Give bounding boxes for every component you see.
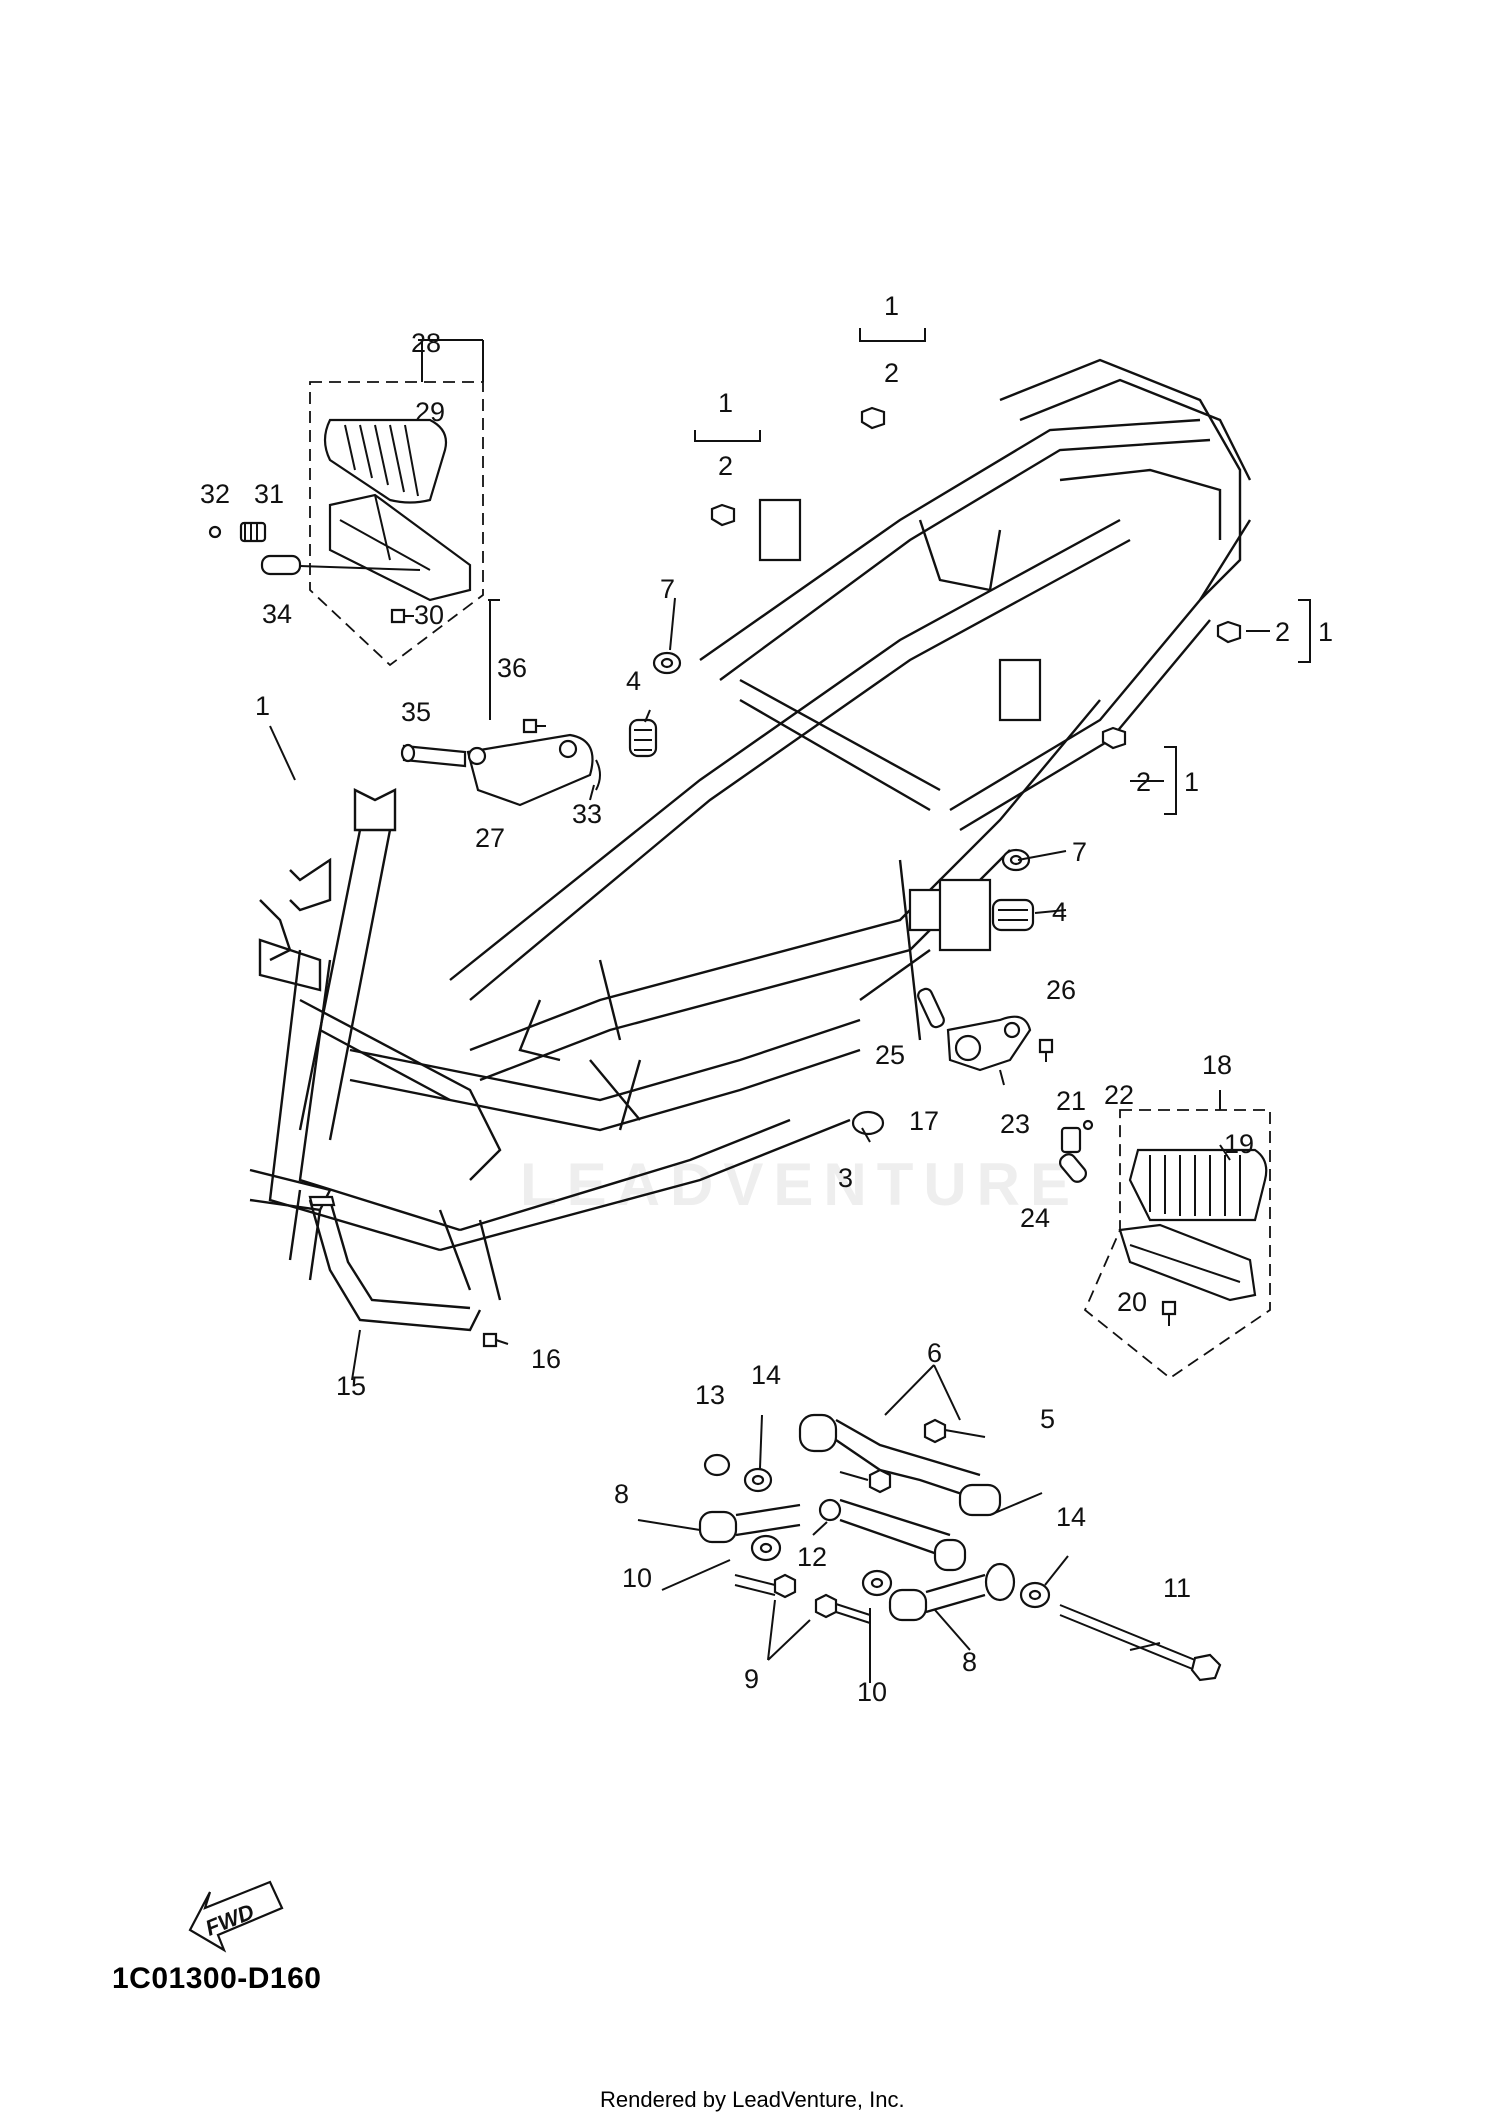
callout-2a: 2 (884, 358, 899, 388)
callout-20: 20 (1117, 1287, 1147, 1317)
callout-8a: 8 (614, 1479, 629, 1509)
callout-21: 21 (1056, 1086, 1086, 1116)
callout-7b: 7 (1072, 837, 1087, 867)
nut-icon (860, 406, 886, 430)
cap-icon (851, 1110, 885, 1136)
callout-1e: 1 (255, 691, 270, 721)
callout-27: 27 (475, 823, 505, 853)
callout-28: 28 (411, 328, 441, 358)
callout-36: 36 (497, 653, 527, 683)
left-footrest-group (208, 381, 484, 667)
callout-24: 24 (1020, 1203, 1050, 1233)
grommet-icon (991, 898, 1035, 932)
callout-2d: 2 (1136, 767, 1151, 797)
engine-mount-group (698, 1413, 1222, 1682)
handle-15 (308, 1195, 509, 1348)
callout-31: 31 (254, 479, 284, 509)
callout-7a: 7 (660, 574, 675, 604)
callout-5: 5 (1040, 1404, 1055, 1434)
callout-8b: 8 (962, 1647, 977, 1677)
callout-32: 32 (200, 479, 230, 509)
nut-icon (1101, 726, 1127, 750)
callout-14b: 14 (1056, 1502, 1086, 1532)
callout-9: 9 (744, 1664, 759, 1694)
callout-12: 12 (797, 1542, 827, 1572)
callout-15: 15 (336, 1371, 366, 1401)
main-frame (249, 358, 1252, 1301)
fwd-arrow-icon: FWD (188, 1880, 284, 1953)
render-credit: Rendered by LeadVenture, Inc. (600, 2087, 905, 2112)
callout-1d: 1 (1184, 767, 1199, 797)
nut-icon (710, 503, 736, 527)
callout-1b: 1 (718, 388, 733, 418)
callout-22: 22 (1104, 1080, 1134, 1110)
callout-2b: 2 (718, 451, 733, 481)
callout-23: 23 (1000, 1109, 1030, 1139)
callout-35: 35 (401, 697, 431, 727)
callout-10b: 10 (857, 1677, 887, 1707)
callout-16: 16 (531, 1344, 561, 1374)
callout-6: 6 (927, 1338, 942, 1368)
callout-18: 18 (1202, 1050, 1232, 1080)
callout-11: 11 (1163, 1573, 1191, 1603)
diagram-code: 1C01300-D160 (112, 1962, 322, 1995)
callout-33: 33 (572, 799, 602, 829)
callout-13: 13 (695, 1380, 725, 1410)
callout-4b: 4 (1052, 897, 1067, 927)
nut-icon (1216, 620, 1242, 644)
callout-14a: 14 (751, 1360, 781, 1390)
callout-labels: 1 2 1 2 2 1 2 1 1 3 4 4 5 6 7 7 8 8 9 10… (200, 291, 1333, 1707)
callout-26: 26 (1046, 975, 1076, 1005)
right-footrest-group (1058, 1109, 1271, 1380)
callout-19: 19 (1224, 1129, 1254, 1159)
callout-25: 25 (875, 1040, 905, 1070)
callout-2c: 2 (1275, 617, 1290, 647)
footrest-bracket-27 (400, 718, 601, 807)
bracket-17-group (917, 987, 1054, 1086)
callout-29: 29 (415, 397, 445, 427)
callout-17: 17 (909, 1106, 939, 1136)
callout-3: 3 (838, 1163, 853, 1193)
callout-1a: 1 (884, 291, 899, 321)
callout-4a: 4 (626, 666, 641, 696)
callout-10a: 10 (622, 1563, 652, 1593)
callout-1c: 1 (1318, 617, 1333, 647)
callout-34: 34 (262, 599, 292, 629)
leader-lines (269, 328, 1311, 1683)
callout-30: 30 (414, 600, 444, 630)
